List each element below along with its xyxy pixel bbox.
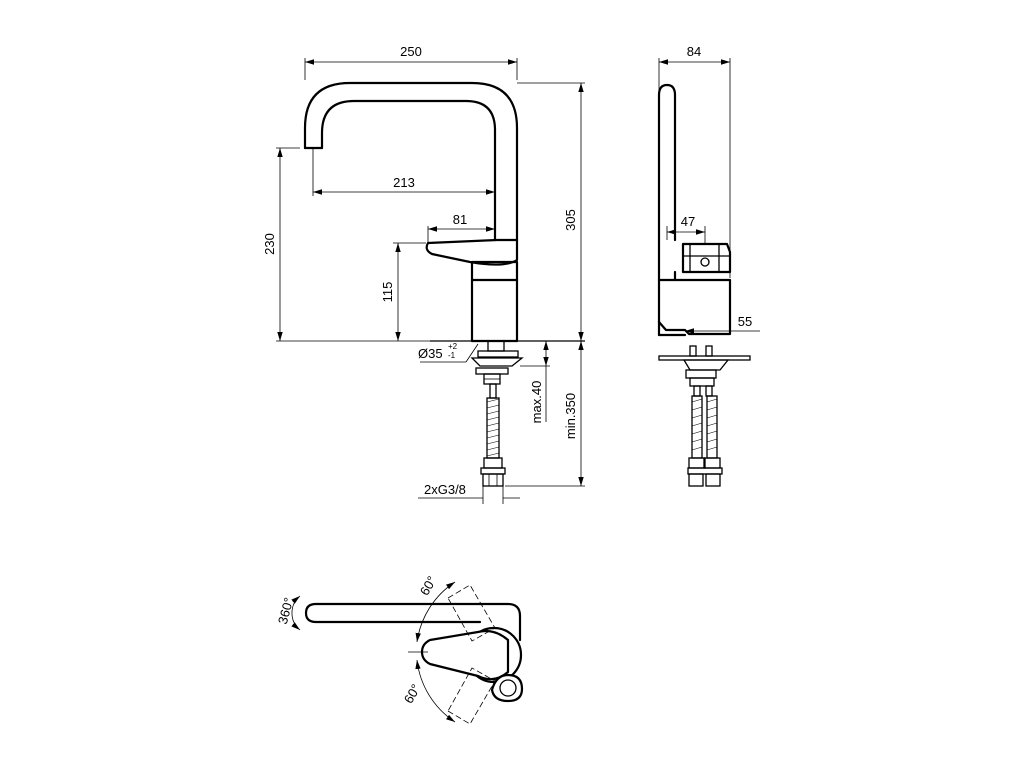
spout-inner-outline: [320, 99, 497, 242]
dim-label-84: 84: [687, 44, 701, 59]
supply-hose: [480, 397, 506, 487]
arc-360: [291, 595, 301, 631]
top-lever: [420, 629, 510, 681]
angle-label-60-down: 60°: [401, 681, 424, 706]
side-lever-head: [673, 242, 732, 282]
lever: [425, 238, 519, 266]
dim-label-305: 305: [563, 209, 578, 231]
angle-label-360: 360°: [275, 596, 296, 626]
dim-label-min350: min.350: [563, 393, 578, 439]
angle-label-60-up: 60°: [417, 573, 440, 598]
spout-outline: [303, 81, 519, 242]
side-spout: [657, 83, 677, 337]
side-supply-hoses: [687, 395, 723, 487]
side-under-deck: [658, 345, 751, 397]
dim-label-250: 250: [400, 44, 422, 59]
dim-label-115: 115: [380, 282, 395, 303]
dim-label-55: 55: [738, 314, 752, 329]
side-view: 84 47 55: [657, 44, 760, 487]
dim-label-max40: max.40: [529, 381, 544, 424]
dim-label-230: 230: [262, 233, 277, 255]
dim-label-tol-lower: -1: [448, 351, 456, 360]
arc-60-down: [415, 659, 456, 723]
top-view: 360° 60° 60°: [275, 573, 524, 725]
dim-label-tol-upper: +2: [448, 342, 458, 351]
dim-label-47: 47: [681, 214, 695, 229]
under-deck-fixing: [470, 340, 524, 399]
dim-label-213: 213: [393, 175, 415, 190]
dim-label-connection: 2xG3/8: [424, 482, 466, 497]
dim-label-81: 81: [453, 212, 467, 227]
top-spout: [304, 602, 522, 642]
tap-body: [470, 260, 519, 343]
front-view: 250 213 81 305 230 115 max.40 min.350 Ø3…: [262, 44, 585, 504]
top-lever-rotated-up: [447, 584, 496, 642]
arc-60-up: [415, 581, 456, 643]
side-body: [657, 278, 732, 336]
top-lever-rotated-down: [447, 667, 496, 725]
dim-label-diameter: Ø35: [418, 346, 443, 361]
